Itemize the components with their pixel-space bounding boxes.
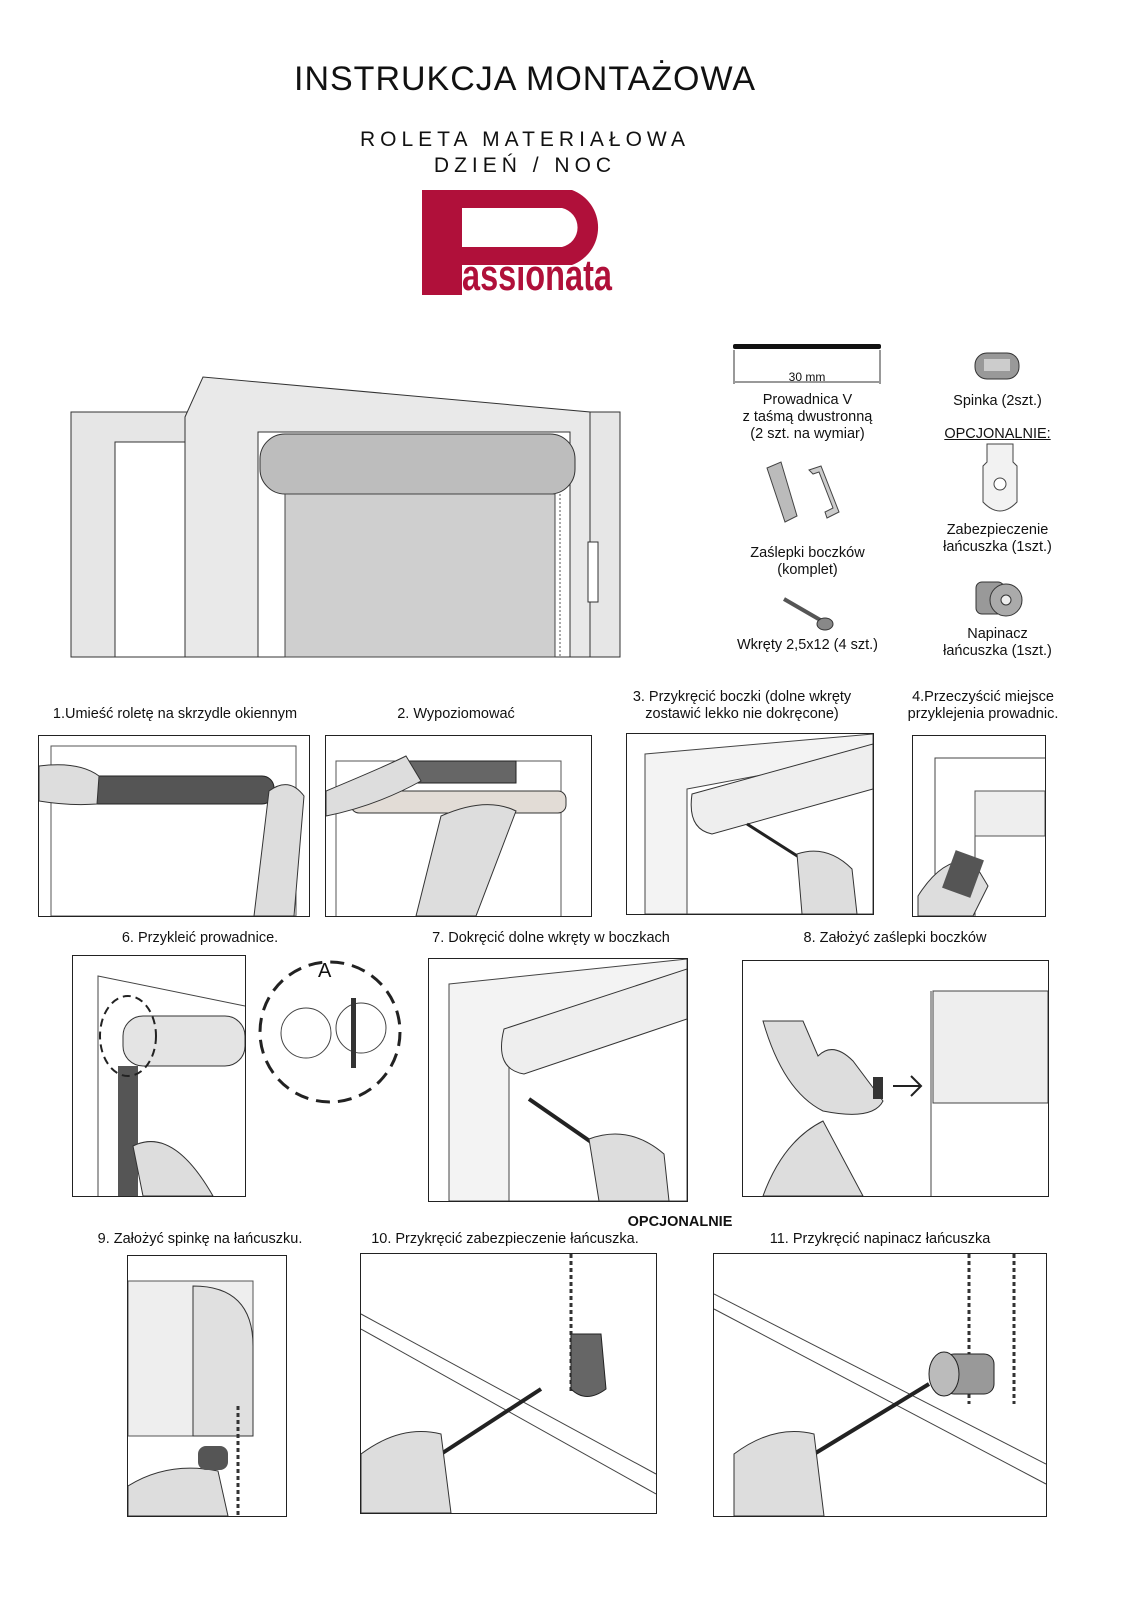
step-1-illustration: [38, 735, 310, 917]
step-3-line-1: 3. Przykręcić boczki (dolne wkręty: [632, 689, 852, 705]
page-title: INSTRUKCJA MONTAŻOWA: [294, 60, 756, 98]
caps-line-1: Zaślepki boczków: [750, 545, 865, 561]
screw-icon: [780, 595, 835, 633]
chain-guard-line-1: Zabezpieczenie: [946, 522, 1049, 538]
detail-a-marker: A: [318, 960, 332, 982]
step-2-illustration: [325, 735, 592, 917]
screws-label: Wkręty 2,5x12 (4 szt.): [736, 637, 878, 653]
step-10-label: 10. Przykręcić zabezpieczenie łańcuszka.: [371, 1231, 639, 1247]
tensioner-line-2: łańcuszka (1szt.): [943, 643, 1052, 659]
caps-line-2: (komplet): [777, 562, 838, 578]
optional-steps-heading: OPCJONALNIE: [627, 1214, 733, 1230]
brand-logo: assionata: [422, 190, 617, 300]
tensioner-label: Napinacz łańcuszka (1szt.): [930, 626, 1065, 660]
detail-a-illustration: [256, 958, 404, 1104]
chain-guard-icon: [975, 442, 1025, 517]
window-roller-blind-illustration: [70, 372, 622, 658]
optional-parts-heading: OPCJONALNIE:: [944, 426, 1051, 442]
step-8-illustration: [742, 960, 1049, 1197]
product-name: ROLETA MATERIAŁOWA: [360, 128, 690, 151]
step-10-illustration: [360, 1253, 657, 1514]
step-3-label: 3. Przykręcić boczki (dolne wkręty zosta…: [606, 689, 878, 723]
guide-rail-label: Prowadnica V z taśmą dwustronną (2 szt. …: [720, 392, 895, 443]
side-caps-label: Zaślepki boczków (komplet): [720, 545, 895, 579]
clip-icon: [972, 345, 1022, 387]
step-9-illustration: [127, 1255, 287, 1517]
clip-label: Spinka (2szt.): [953, 393, 1042, 409]
dimension-label: 30 mm: [788, 370, 826, 384]
guide-line-2: z taśmą dwustronną: [742, 409, 873, 425]
chain-guard-label: Zabezpieczenie łańcuszka (1szt.): [930, 522, 1065, 556]
product-variant: DZIEŃ / NOC: [433, 154, 617, 177]
step-3-illustration: [626, 733, 874, 915]
guide-line-3: (2 szt. na wymiar): [750, 426, 865, 442]
chain-guard-line-2: łańcuszka (1szt.): [943, 539, 1052, 555]
step-4-line-2: przyklejenia prowadnic.: [907, 706, 1059, 722]
step-7-illustration: [428, 958, 688, 1202]
tensioner-icon: [972, 572, 1024, 622]
step-11-illustration: [713, 1253, 1047, 1517]
step-2-label: 2. Wypoziomować: [397, 706, 515, 722]
step-8-label: 8. Założyć zaślepki boczków: [803, 930, 987, 946]
step-11-label: 11. Przykręcić napinacz łańcuszka: [769, 1231, 991, 1247]
step-9-label: 9. Założyć spinkę na łańcuszku.: [97, 1231, 303, 1247]
side-caps-icon: [765, 460, 845, 525]
step-1-label: 1.Umieść roletę na skrzydle okiennym: [52, 706, 298, 722]
step-4-line-1: 4.Przeczyścić miejsce: [912, 689, 1054, 705]
step-6-label: 6. Przykleić prowadnice.: [121, 930, 279, 946]
tensioner-line-1: Napinacz: [967, 626, 1028, 642]
guide-line-1: Prowadnica V: [762, 392, 853, 408]
step-4-illustration: [912, 735, 1046, 917]
guide-rail-dimension: [733, 344, 881, 384]
step-7-label: 7. Dokręcić dolne wkręty w boczkach: [432, 930, 670, 946]
step-4-label: 4.Przeczyścić miejsce przyklejenia prowa…: [893, 689, 1073, 723]
step-6-illustration: [72, 955, 246, 1197]
step-3-line-2: zostawić lekko nie dokręcone): [645, 706, 839, 722]
svg-text:assionata: assionata: [462, 251, 612, 295]
